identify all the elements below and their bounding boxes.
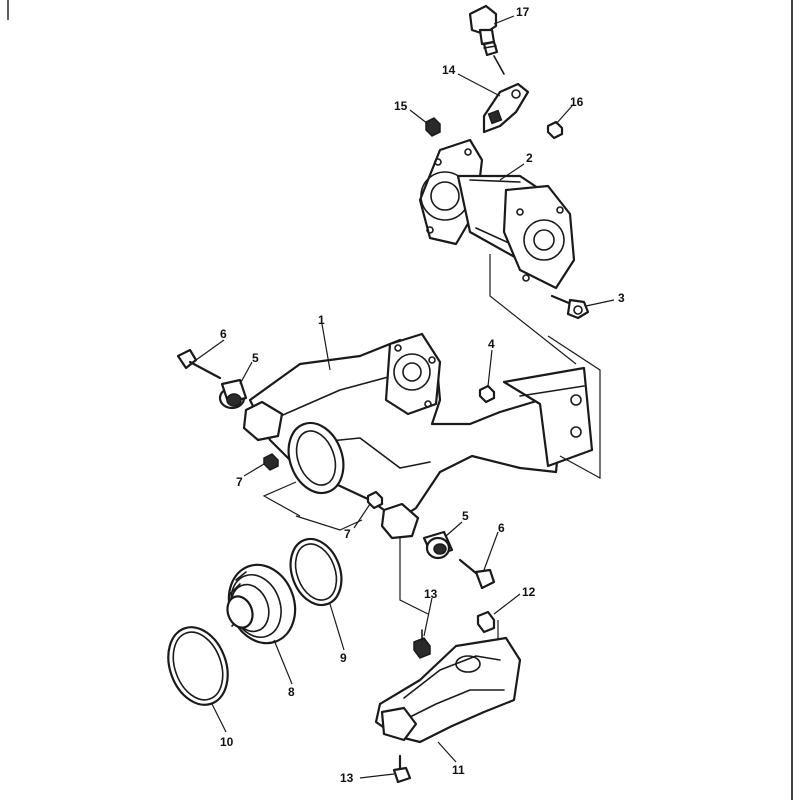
part-16-nut (546, 120, 564, 140)
callout-5-lower: 5 (462, 509, 469, 523)
callout-1: 1 (318, 313, 325, 327)
callout-15: 15 (394, 99, 408, 113)
callout-14: 14 (442, 63, 456, 77)
callout-10: 10 (220, 735, 234, 749)
part-1-subframe (242, 332, 601, 540)
callout-7-left: 7 (236, 475, 243, 489)
part-12-nut (476, 610, 496, 634)
part-5-bushing-lower (422, 530, 454, 560)
part-7-nut-center (366, 490, 384, 510)
callout-6-lower: 6 (498, 521, 505, 535)
callout-2: 2 (526, 151, 533, 165)
callout-4: 4 (488, 337, 495, 351)
part-13-bolt-upper (413, 629, 431, 659)
callout-13-upper: 13 (424, 587, 438, 601)
part-17-vent-plug (468, 4, 505, 75)
callout-labels: 17 14 15 16 2 3 1 4 6 5 7 7 5 6 13 12 9 … (220, 5, 625, 785)
part-14-bracket (482, 82, 530, 134)
part-11-lower-mount (374, 620, 522, 744)
callout-5-upper: 5 (252, 351, 259, 365)
callout-13-lower: 13 (340, 771, 354, 785)
callout-11: 11 (452, 763, 465, 777)
part-8-bearing-assembly (226, 563, 297, 645)
callout-leaders (195, 15, 615, 779)
callout-12: 12 (522, 585, 536, 599)
part-4-nut (478, 384, 496, 404)
part-6-bolt-upper (176, 348, 222, 380)
part-6-bolt-lower (458, 558, 496, 590)
part-9-snap-ring (289, 537, 343, 607)
part-10-snap-ring (167, 626, 229, 706)
part-5-bushing-upper (218, 378, 248, 410)
part-13-bolt-lower (392, 754, 412, 784)
callout-8: 8 (288, 685, 295, 699)
callout-6-upper: 6 (220, 327, 227, 341)
assembly-leaders (262, 481, 429, 615)
callout-9: 9 (340, 651, 347, 665)
callout-16: 16 (570, 95, 584, 109)
part-7-nut-left (263, 453, 279, 471)
callout-3: 3 (618, 291, 625, 305)
part-2-axle-housing (418, 138, 577, 365)
frame-lines (7, 0, 793, 800)
callout-7-center: 7 (344, 527, 351, 541)
part-15-nut (425, 117, 441, 137)
callout-17: 17 (516, 5, 530, 19)
part-3-bolt (550, 294, 590, 320)
